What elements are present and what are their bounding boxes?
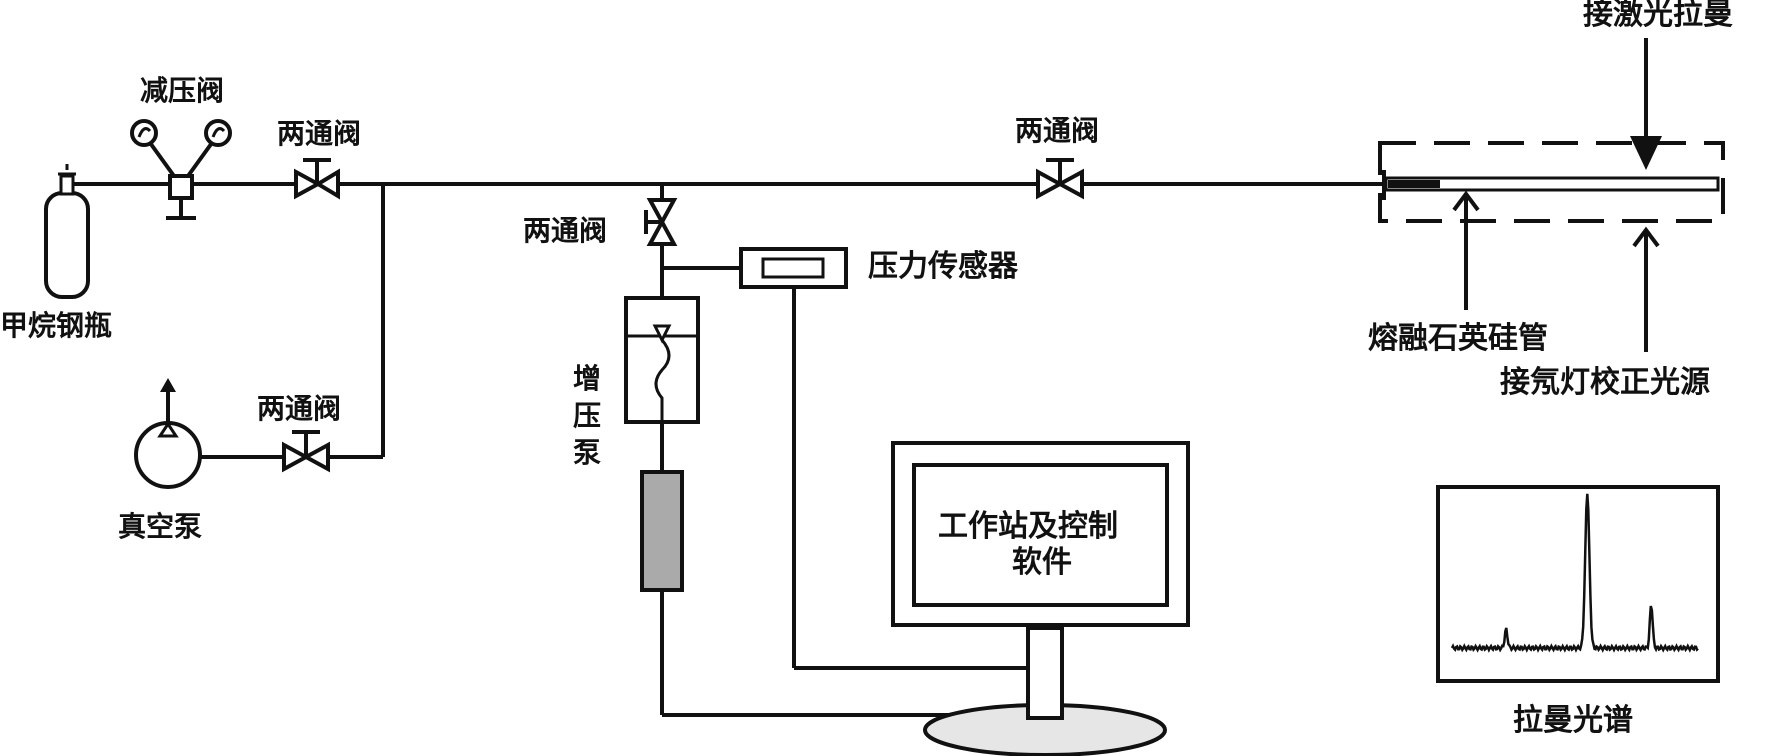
booster-pump-label-2: 压	[573, 399, 601, 432]
neon-source-arrow	[1632, 226, 1660, 352]
neon-source-label: 接氖灯校正光源	[1500, 365, 1710, 400]
booster-pump-body	[624, 296, 700, 424]
quartz-tube-label: 熔融石英硅管	[1368, 321, 1548, 356]
raman-spectrum-panel	[1436, 485, 1720, 683]
workstation-monitor	[891, 441, 1190, 756]
workstation-label-2: 软件	[1012, 545, 1072, 580]
valve-bottom-label: 两通阀	[257, 392, 341, 425]
raman-spectrum-label: 拉曼光谱	[1513, 703, 1633, 738]
valve-top-left-label: 两通阀	[277, 117, 361, 150]
raman-spectrum-trace	[1450, 493, 1699, 653]
valve-vertical-label: 两通阀	[523, 214, 607, 247]
vacuum-pump-label: 真空泵	[118, 510, 202, 543]
workstation-label-1: 工作站及控制	[938, 509, 1118, 544]
vacuum-pump	[134, 378, 202, 489]
valve-bottom	[282, 430, 330, 473]
laser-label: 接激光拉曼	[1583, 0, 1733, 32]
valve-vertical	[644, 198, 678, 246]
pressure-sensor	[739, 247, 848, 289]
valve-top-right	[1036, 158, 1084, 200]
cylinder-label: 甲烷钢瓶	[0, 309, 112, 342]
pressure-regulator	[130, 119, 232, 220]
laser-arrow	[1630, 38, 1662, 170]
valve-top-right-label: 两通阀	[1015, 114, 1099, 147]
regulator-label: 减压阀	[140, 74, 224, 107]
pressure-sensor-label: 压力传感器	[868, 249, 1019, 284]
quartz-tube-assembly	[1378, 141, 1725, 223]
quartz-tube-arrow	[1452, 190, 1480, 310]
valve-top-left	[294, 158, 340, 200]
booster-pump-label-1: 增	[573, 362, 601, 395]
booster-pump-label-3: 泵	[573, 436, 601, 469]
methane-cylinder	[44, 164, 90, 299]
booster-pump-cylinder	[640, 470, 684, 592]
